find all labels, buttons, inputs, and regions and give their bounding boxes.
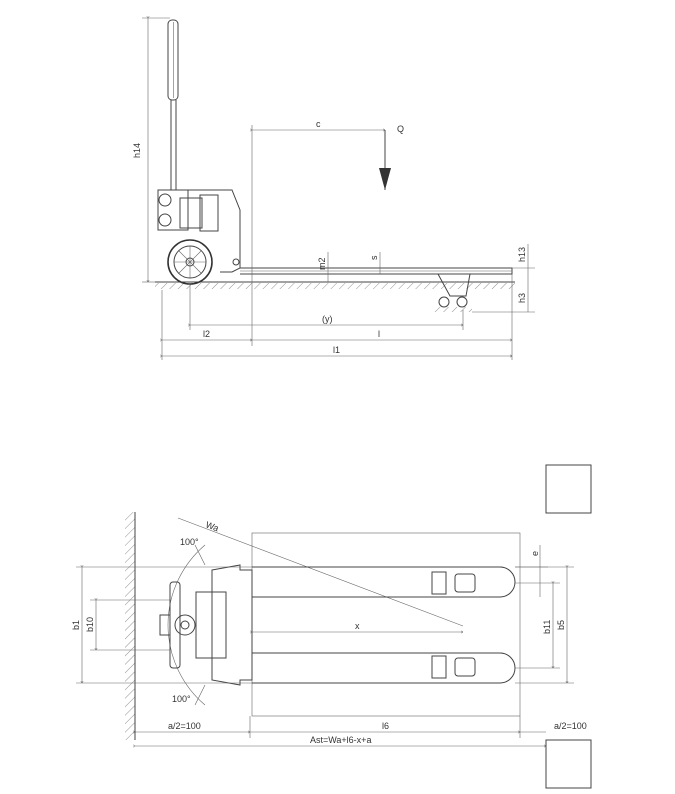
label-m2: m2	[317, 257, 327, 270]
top-view: Wa 100° 100° b1 b10 x e b11	[71, 464, 592, 789]
chassis-top	[159, 564, 253, 686]
label-x: x	[355, 621, 360, 631]
label-l6: l6	[382, 721, 389, 731]
pallet-outline	[251, 532, 521, 717]
label-angle-top: 100°	[180, 537, 199, 547]
label-l2: l2	[203, 329, 210, 339]
side-dimensions: h14 c Q m2 s h13 h3 (y)	[132, 18, 535, 360]
label-wa: Wa	[204, 519, 220, 533]
pump-body	[157, 189, 241, 273]
label-h13: h13	[517, 247, 527, 262]
floor-line	[155, 281, 515, 289]
left-wall	[125, 512, 136, 740]
label-q: Q	[397, 124, 404, 134]
label-b1: b1	[71, 620, 81, 630]
label-b5: b5	[556, 620, 566, 630]
label-l1: l1	[333, 345, 340, 355]
label-a2-right: a/2=100	[554, 721, 587, 731]
tiller-handle	[167, 19, 179, 190]
label-ast: Ast=Wa+l6-x+a	[310, 735, 371, 745]
label-b10: b10	[85, 617, 95, 632]
label-h3: h3	[517, 293, 527, 303]
label-c: c	[316, 119, 321, 129]
load-roller	[432, 273, 472, 312]
load-arrow	[379, 130, 391, 190]
label-a2-left: a/2=100	[168, 721, 201, 731]
side-view: h14 c Q m2 s h13 h3 (y)	[132, 18, 535, 360]
label-e: e	[530, 551, 540, 556]
fork-side	[240, 267, 513, 275]
fork-top-lower	[252, 652, 516, 684]
label-l: l	[378, 329, 380, 339]
fork-top-upper	[252, 566, 516, 598]
steering-wheel	[167, 239, 213, 285]
label-y: (y)	[322, 314, 333, 324]
top-dimensions: Wa 100° 100° b1 b10 x e b11	[71, 519, 587, 746]
label-h14: h14	[132, 143, 142, 158]
label-angle-bottom: 100°	[172, 694, 191, 704]
label-s: s	[369, 255, 379, 260]
label-b11: b11	[542, 620, 552, 634]
turning-radius-arc	[167, 544, 206, 706]
right-wall	[545, 464, 592, 789]
